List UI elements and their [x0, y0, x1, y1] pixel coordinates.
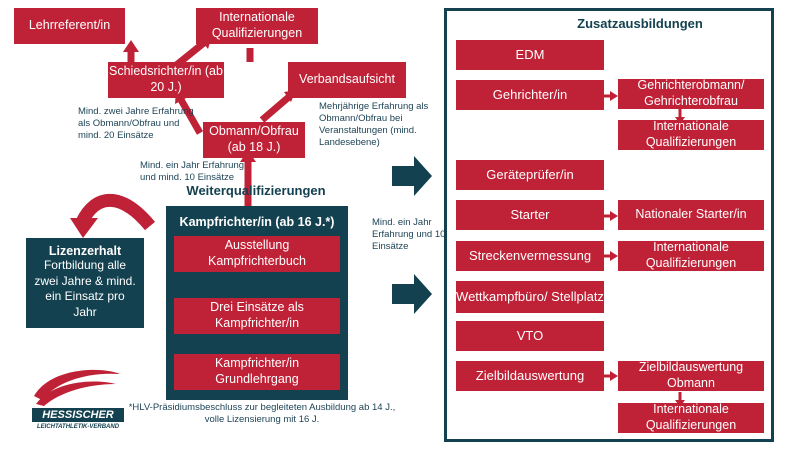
obmann-box: Obmann/Obfrau (ab 18 J.)	[203, 122, 305, 158]
arrow-obmann-to-verbandsaufsicht	[259, 93, 293, 123]
gehrichterobmann-box: Gehrichterobmann/ Gehrichterobfrau	[618, 78, 764, 109]
intl-gehrichter-box: Internationale Qualifizierungen	[618, 119, 764, 150]
logo-line2: LEICHTATHLETIK-VERBAND	[36, 424, 120, 430]
zusatzausbildungen-panel	[444, 8, 774, 442]
logo-swoosh-icon	[34, 369, 120, 406]
zusatzausbildungen-title: Zusatzausbildungen	[577, 16, 703, 31]
drei-einsaetze-box: Drei Einsätze als Kampfrichter/in	[174, 298, 340, 334]
note-schiedsrichter: Mind. zwei Jahre Erfahrung als Obmann/Ob…	[78, 106, 194, 141]
grundlehrgang-box: Kampfrichter/in Grundlehrgang	[174, 354, 340, 390]
lizenz-curved-arrow	[76, 194, 155, 231]
vto-box: VTO	[456, 321, 604, 351]
verbandsaufsicht-box: Verbandsaufsicht	[288, 62, 406, 98]
note-middle: Mind. ein Jahr Erfahrung und 10 Einsätze	[372, 217, 446, 252]
kampfrichter-title: Kampfrichter/in (ab 16 J.*)	[179, 215, 335, 229]
teal-arrow-upper	[392, 156, 432, 196]
footnote: *HLV-Präsidiumsbeschluss zur begleiteten…	[128, 402, 396, 425]
intl-strecke-box: Internationale Qualifizierungen	[618, 240, 764, 271]
weiterqualifizierungen-label: Weiterqualifizierungen	[186, 183, 326, 198]
logo-line1: HESSISCHER	[32, 408, 124, 422]
lehrreferent-box: Lehrreferent/in	[14, 8, 125, 44]
nationaler-starter-box: Nationaler Starter/in	[618, 200, 764, 230]
geraetepruefer-box: Geräteprüfer/in	[456, 160, 604, 190]
intl-zielbild-box: Internationale Qualifizierungen	[618, 402, 764, 433]
gehrichter-box: Gehrichter/in	[456, 80, 604, 110]
ausstellung-box: Ausstellung Kampfrichterbuch	[174, 236, 340, 272]
schiedsrichter-box: Schiedsrichter/in (ab 20 J.)	[108, 62, 224, 98]
hlv-logo: HESSISCHER LEICHTATHLETIK-VERBAND	[30, 366, 125, 438]
international-qualifications-top-box: Internationale Qualifizierungen	[196, 8, 318, 44]
zielbild-obmann-box: Zielbildauswertung Obmann	[618, 360, 764, 391]
note-obmann: Mind. ein Jahr Erfahrung und mind. 10 Ei…	[140, 160, 245, 183]
teal-arrow-lower	[392, 274, 432, 314]
edm-box: EDM	[456, 40, 604, 70]
streckenvermessung-box: Streckenvermessung	[456, 241, 604, 271]
note-verbandsaufsicht: Mehrjährige Erfahrung als Obmann/Obfrau …	[319, 101, 429, 148]
lizenzerhalt-text: Fortbildung alle zwei Jahre & mind. ein …	[34, 258, 136, 319]
starter-box: Starter	[456, 200, 604, 230]
wettkampfbuero-box: Wettkampfbüro/ Stellplatz	[456, 281, 604, 313]
lizenzerhalt-box: Lizenzerhalt Fortbildung alle zwei Jahre…	[26, 238, 144, 328]
arrow-obmann-to-schieds	[176, 96, 204, 135]
zielbild-box: Zielbildauswertung	[456, 361, 604, 391]
lizenzerhalt-title: Lizenzerhalt	[48, 244, 122, 258]
